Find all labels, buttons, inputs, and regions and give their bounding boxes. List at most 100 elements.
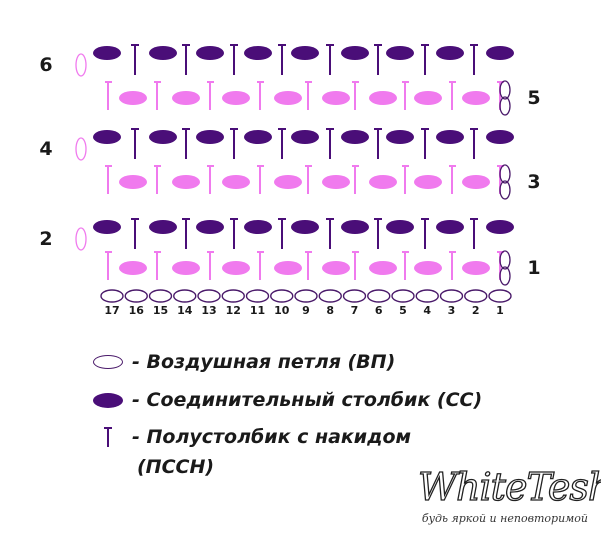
legend-slip-stitch: - Соединительный столбик (СС): [88, 388, 482, 412]
foundation-stitch-number: 4: [423, 304, 431, 317]
foundation-chain-stitch: [367, 289, 391, 303]
foundation-chain-stitch: [173, 289, 197, 303]
slip-stitch-oval: [149, 46, 177, 60]
foundation-stitch-number: 8: [326, 304, 334, 317]
foundation-chain-stitch: [415, 289, 439, 303]
foundation-chain-stitch: [439, 289, 464, 303]
slip-stitch-oval: [436, 220, 464, 234]
foundation-stitch-number: 12: [226, 304, 241, 317]
foundation-chain-stitch: [245, 289, 270, 303]
half-double-oval: [222, 261, 250, 275]
slip-stitch-oval: [486, 46, 514, 60]
half-double-oval: [369, 261, 397, 275]
row-number: 2: [39, 228, 52, 250]
foundation-stitch-number: 17: [104, 304, 119, 317]
slip-stitch-oval: [486, 130, 514, 144]
row-number: 1: [527, 257, 540, 279]
half-double-oval: [414, 91, 442, 105]
turning-chain: [499, 266, 511, 286]
half-double-oval: [414, 261, 442, 275]
slip-stitch-oval: [386, 46, 414, 60]
foundation-chain-stitch: [148, 289, 173, 303]
half-double-oval: [462, 175, 490, 189]
slip-stitch-oval: [93, 46, 121, 60]
foundation-chain-stitch: [464, 289, 488, 303]
foundation-chain-stitch: [318, 289, 342, 303]
foundation-stitch-number: 13: [201, 304, 216, 317]
foundation-chain-stitch: [391, 289, 415, 303]
legend-half-double: - Полустолбик с накидом: [88, 425, 411, 449]
foundation-chain-stitch: [100, 289, 124, 303]
foundation-chain-stitch: [197, 289, 221, 303]
slip-stitch-oval: [386, 130, 414, 144]
half-double-oval: [172, 175, 200, 189]
half-double-oval: [172, 91, 200, 105]
legend-half-double-label: - Полустолбик с накидом: [132, 426, 412, 448]
slip-stitch-oval: [244, 130, 272, 144]
turning-chain: [499, 164, 511, 184]
legend-chain-label: - Воздушная петля (ВП): [132, 351, 396, 373]
turning-chain: [75, 227, 87, 251]
foundation-stitch-number: 5: [399, 304, 407, 317]
half-double-oval: [274, 261, 302, 275]
slip-stitch-oval: [244, 220, 272, 234]
slip-stitch-oval: [486, 220, 514, 234]
slip-stitch-oval: [291, 46, 319, 60]
foundation-stitch-number: 16: [129, 304, 145, 317]
row-number: 6: [39, 54, 52, 76]
slip-stitch-oval: [436, 46, 464, 60]
slip-stitch-oval: [341, 220, 369, 234]
foundation-chain-stitch: [124, 289, 148, 303]
half-double-oval: [119, 261, 147, 275]
legend-half-double-abbr: (ПССН): [137, 456, 215, 478]
turning-chain: [75, 137, 87, 161]
half-double-oval: [322, 91, 350, 105]
foundation-chain-stitch: [342, 289, 367, 303]
half-double-oval: [119, 91, 147, 105]
foundation-stitch-number: 9: [302, 304, 310, 317]
foundation-stitch-number: 6: [375, 304, 383, 317]
half-double-oval: [369, 175, 397, 189]
foundation-stitch-number: 14: [177, 304, 193, 317]
half-double-oval: [369, 91, 397, 105]
slip-stitch-oval: [291, 130, 319, 144]
foundation-chain-stitch: [221, 289, 245, 303]
half-double-oval: [462, 91, 490, 105]
foundation-stitch-number: 11: [250, 304, 265, 317]
brand-watermark: WhiteTesh будь яркой и неповторимой: [417, 465, 601, 525]
slip-stitch-oval: [196, 130, 224, 144]
foundation-chain-stitch: [270, 289, 294, 303]
slip-stitch-symbol: [93, 392, 123, 408]
foundation-stitch-number: 1: [496, 304, 504, 317]
slip-stitch-oval: [93, 130, 121, 144]
slip-stitch-oval: [149, 220, 177, 234]
turning-chain: [499, 180, 511, 200]
row-number: 4: [39, 138, 52, 160]
half-double-oval: [322, 175, 350, 189]
foundation-chain-stitch: [294, 289, 318, 303]
turning-chain: [499, 96, 511, 116]
half-double-oval: [274, 175, 302, 189]
legend-slip-stitch-label: - Соединительный столбик (СС): [132, 389, 483, 411]
foundation-stitch-number: 3: [448, 304, 456, 317]
brand-tagline: будь яркой и неповторимой: [421, 512, 588, 525]
half-double-oval: [119, 175, 147, 189]
half-double-oval: [274, 91, 302, 105]
half-double-oval: [172, 261, 200, 275]
half-double-oval: [414, 175, 442, 189]
slip-stitch-oval: [93, 220, 121, 234]
brand-name: WhiteTesh: [417, 465, 601, 509]
slip-stitch-oval: [291, 220, 319, 234]
turning-chain: [499, 250, 511, 270]
slip-stitch-oval: [196, 46, 224, 60]
slip-stitch-oval: [386, 220, 414, 234]
chain-stitch-symbol: [93, 355, 123, 369]
slip-stitch-oval: [436, 130, 464, 144]
legend-chain: - Воздушная петля (ВП): [88, 350, 395, 374]
row-number: 5: [527, 87, 540, 109]
turning-chain: [499, 80, 511, 100]
foundation-stitch-number: 2: [472, 304, 480, 317]
half-double-oval: [222, 175, 250, 189]
slip-stitch-oval: [149, 130, 177, 144]
